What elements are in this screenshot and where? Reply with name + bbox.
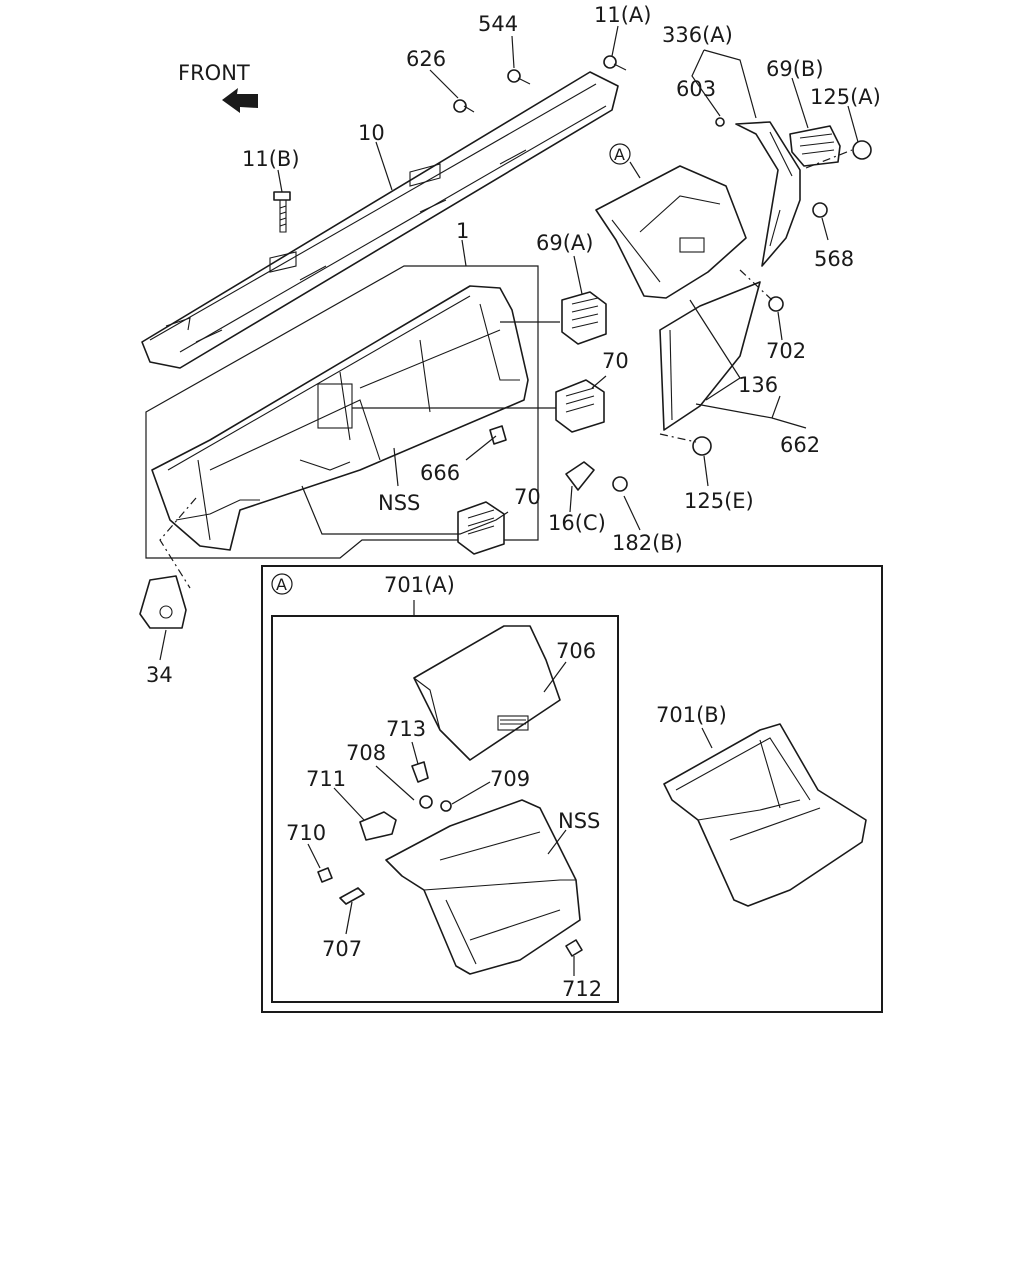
clip-125e (692, 436, 712, 456)
clip-666 (489, 425, 507, 445)
glove-box-nss (385, 799, 581, 975)
label-nss-inset: NSS (558, 809, 600, 833)
clip-16c (565, 461, 595, 491)
label-710: 710 (286, 821, 326, 845)
end-cap-34 (139, 575, 187, 629)
screw-182b (612, 476, 628, 492)
label-125e: 125(E) (684, 489, 754, 513)
label-711: 711 (306, 767, 346, 791)
front-arrow-icon (222, 88, 258, 113)
side-trim-336a (735, 121, 801, 267)
centerline-702 (739, 269, 773, 301)
label-182b: 182(B) (612, 531, 683, 555)
label-707: 707 (322, 937, 362, 961)
label-713: 713 (386, 717, 426, 741)
pin-709 (440, 800, 452, 812)
label-706: 706 (556, 639, 596, 663)
label-70-lower: 70 (514, 485, 541, 509)
label-626: 626 (406, 47, 446, 71)
label-712: 712 (562, 977, 602, 1001)
label-10: 10 (358, 121, 385, 145)
clip-712 (565, 939, 583, 957)
label-1: 1 (456, 219, 469, 243)
label-709: 709 (490, 767, 530, 791)
label-11b: 11(B) (242, 147, 300, 171)
front-label: FRONT (178, 61, 250, 85)
lower-cover-662 (659, 281, 761, 431)
label-336a: 336(A) (662, 23, 733, 47)
nut-702 (768, 296, 784, 312)
label-69a: 69(A) (536, 231, 593, 255)
vent-70-upper (555, 379, 605, 433)
bolt-11b (273, 191, 291, 233)
label-701a: 701(A) (384, 573, 455, 597)
label-16c: 16(C) (548, 511, 606, 535)
callout-a-inset: A (271, 573, 293, 595)
bracket-frame (145, 265, 539, 559)
callout-a-main-letter: A (614, 145, 625, 164)
lock-713 (411, 761, 429, 783)
centerline-endcap (159, 497, 197, 589)
label-662: 662 (780, 433, 820, 457)
bolt-707 (339, 887, 365, 905)
upper-dash-panel (141, 71, 619, 369)
spring-710 (317, 867, 333, 883)
label-708: 708 (346, 741, 386, 765)
label-69b: 69(B) (766, 57, 824, 81)
label-34: 34 (146, 663, 173, 687)
label-11a: 11(A) (594, 3, 651, 27)
dash-carrier (151, 285, 529, 551)
label-701b: 701(B) (656, 703, 727, 727)
label-568: 568 (814, 247, 854, 271)
glove-box-701b (663, 723, 867, 907)
latch-711 (359, 811, 397, 841)
label-125a: 125(A) (810, 85, 881, 109)
bolt-568 (812, 202, 828, 218)
label-603: 603 (676, 77, 716, 101)
inset-frame-701a (271, 615, 619, 1003)
label-nss-main: NSS (378, 491, 420, 515)
glove-box-upper (595, 165, 747, 299)
vent-70-lower (457, 501, 505, 555)
centerline-125a (805, 149, 853, 169)
glove-box-door-706 (413, 625, 561, 761)
screw-603 (715, 117, 725, 127)
front-indicator: FRONT (178, 61, 258, 113)
vent-69a (561, 291, 607, 345)
clip-544 (507, 69, 531, 85)
callout-a-inset-letter: A (276, 575, 287, 594)
label-544: 544 (478, 12, 518, 36)
inset-leader-lines (307, 661, 713, 976)
pin-708 (419, 795, 433, 809)
part-labels: 544 11(A) 336(A) 626 603 69(B) 125(A) 10… (146, 3, 881, 1001)
callout-a-main: A (609, 143, 641, 179)
label-136: 136 (738, 373, 778, 397)
vent-69b (789, 125, 841, 167)
label-666: 666 (420, 461, 460, 485)
leader-lines (159, 25, 859, 661)
clip-626 (453, 99, 475, 113)
centerline-125e (659, 433, 697, 443)
label-70-upper: 70 (602, 349, 629, 373)
inset-frame-a (261, 565, 883, 1013)
clip-125a (852, 140, 872, 160)
label-702: 702 (766, 339, 806, 363)
nut-11a (603, 55, 627, 71)
